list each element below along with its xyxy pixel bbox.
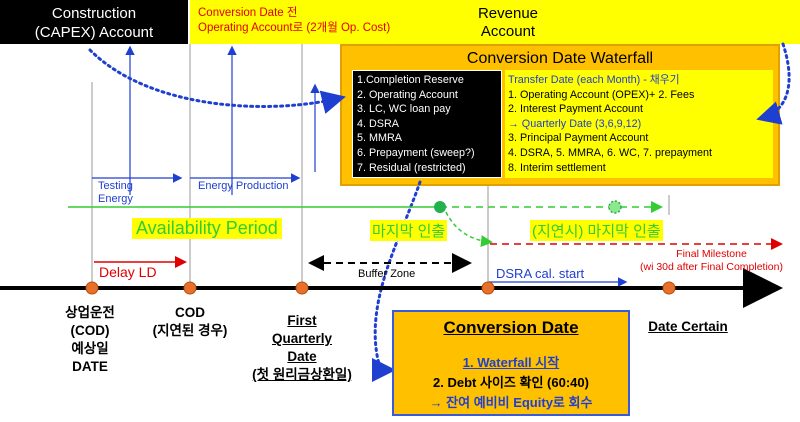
- transfer-item: → Quarterly Date (3,6,9,12): [508, 117, 642, 130]
- cashflow-up-arrows: [92, 45, 320, 195]
- expected-cod-line: (COD): [70, 323, 110, 338]
- capex-line-2: (CAPEX) Account: [34, 24, 154, 41]
- testing-energy-label: Testing Energy: [98, 180, 133, 206]
- transfer-date-panel: [505, 70, 773, 178]
- expected-cod-line: 상업운전: [65, 305, 115, 320]
- last-draw-arrow: [445, 211, 493, 248]
- last-draw-label: 마지막 인출: [370, 220, 448, 241]
- timeline-markers: [85, 281, 676, 295]
- first-quarterly-line: First: [287, 313, 317, 328]
- priority-item: 6. Prepayment (sweep?): [357, 146, 475, 159]
- conversion-date-box: [392, 310, 630, 416]
- first-quarterly-line: Date: [287, 349, 317, 364]
- vertical-guides: [91, 44, 670, 288]
- priority-item: 4. DSRA: [357, 117, 400, 130]
- waterfall-priority-list: 1.Completion Reserve 2. Operating Accoun…: [357, 73, 475, 175]
- expected-cod-line: DATE: [72, 359, 108, 374]
- transfer-date-title: Transfer Date (each Month) - 채우기: [508, 74, 680, 86]
- buffer-zone-label: Buffer Zone: [358, 268, 416, 280]
- revenue-account-header: [190, 0, 800, 44]
- final-milestone-line-1: Final Milestone: [676, 248, 747, 260]
- priority-item: 3. LC, WC loan pay: [357, 103, 451, 116]
- transfer-item: 4. DSRA, 5. MMRA, 6. WC, 7. prepayment: [508, 146, 713, 159]
- energy-production-label: Energy Production: [198, 180, 289, 192]
- priority-item: 2. Operating Account: [357, 88, 458, 101]
- availability-period-label: Availability Period: [132, 218, 282, 239]
- revenue-account-label: Revenue Account: [448, 5, 568, 41]
- revenue-line-1: Revenue: [477, 5, 539, 22]
- delayed-last-draw-label: (지연시) 마지막 인출: [530, 220, 663, 241]
- transfer-item: 1. Operating Account (OPEX)+ 2. Fees: [508, 88, 695, 101]
- last-draw-marker: [434, 201, 446, 213]
- transfer-item: 8. Interim settlement: [508, 161, 606, 174]
- transfer-item: 2. Interest Payment Account: [508, 103, 644, 116]
- first-quarterly-line: Quarterly: [271, 331, 333, 346]
- delayed-draw-marker: [608, 200, 622, 214]
- first-quarterly-line: (첫 원리금상환일): [252, 367, 352, 382]
- date-certain-label: Date Certain: [648, 319, 728, 334]
- expected-cod-line: 예상일: [71, 341, 109, 356]
- conversion-step-2: 2. Debt 사이즈 확인 (60:40): [433, 375, 589, 390]
- final-milestone-line-2: (wi 30d after Final Completion): [640, 261, 783, 273]
- note-line-1: Conversion Date 전: [198, 7, 298, 19]
- conversion-step-1: 1. Waterfall 시작: [462, 355, 560, 370]
- capex-account-header: Construction (CAPEX) Account: [0, 0, 188, 44]
- priority-item: 1.Completion Reserve: [357, 74, 464, 86]
- testing-line-1: Testing: [98, 180, 133, 192]
- cod-line: (지연된 경우): [152, 323, 228, 338]
- dsra-start-label: DSRA cal. start: [496, 266, 585, 281]
- revenue-line-2: Account: [480, 23, 536, 40]
- conversion-note: Conversion Date 전 Operating Account로 (2개…: [198, 6, 390, 36]
- delay-ld-label: Delay LD: [99, 264, 157, 280]
- testing-line-2: Energy: [98, 193, 133, 205]
- cod-label: COD (지연된 경우): [130, 304, 250, 340]
- transfer-date-list: Transfer Date (each Month) - 채우기 1. Oper…: [508, 73, 712, 175]
- final-milestone-label: Final Milestone (wi 30d after Final Comp…: [640, 248, 783, 274]
- first-quarterly-date-label: First Quarterly Date (첫 원리금상환일): [232, 312, 372, 384]
- expected-cod-label: 상업운전 (COD) 예상일 DATE: [40, 304, 140, 376]
- capex-line-1: Construction: [51, 5, 137, 22]
- waterfall-title: Conversion Date Waterfall: [466, 50, 654, 67]
- note-line-2: Operating Account로 (2개월 Op. Cost): [198, 22, 391, 34]
- transfer-item: 3. Principal Payment Account: [508, 132, 649, 145]
- conversion-date-title: Conversion Date: [443, 318, 579, 337]
- priority-item: 5. MMRA: [357, 132, 402, 145]
- conversion-step-3: → 잔여 예비비 Equity로 회수: [429, 395, 593, 410]
- priority-item: 7. Residual (restricted): [357, 161, 466, 174]
- cod-line: COD: [175, 305, 205, 320]
- waterfall-priority-panel: [352, 70, 502, 178]
